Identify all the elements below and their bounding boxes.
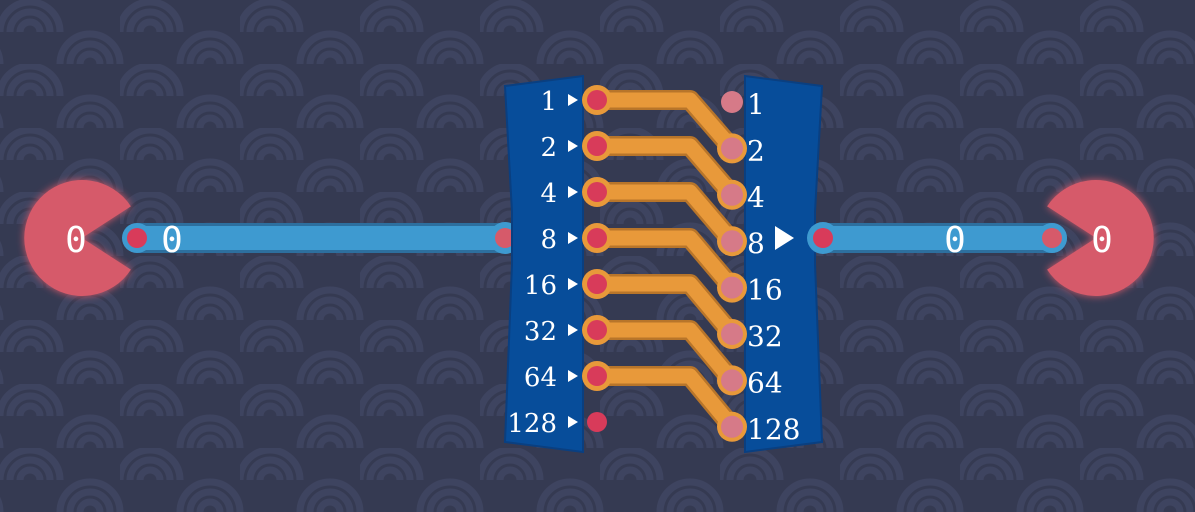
pacman-io-icon	[24, 179, 131, 296]
output-wire-label: 0	[944, 220, 966, 261]
right-triangle-icon	[568, 278, 578, 290]
right-triangle-icon	[568, 186, 578, 198]
right-triangle-icon	[568, 324, 578, 336]
maker-bit-pin[interactable]	[721, 230, 743, 253]
maker-bit-label: 1	[747, 88, 765, 121]
maker-bit-label: 2	[747, 134, 765, 167]
splitter-bit-pin[interactable]	[587, 90, 607, 110]
splitter-bit-label: 64	[524, 363, 557, 393]
splitter-bit-pin[interactable]	[587, 228, 607, 248]
splitter-bit-pin[interactable]	[587, 320, 607, 340]
byte-maker[interactable]	[744, 74, 824, 454]
input-wire-label: 0	[161, 220, 183, 261]
input-node[interactable]	[24, 179, 131, 296]
right-triangle-icon	[568, 416, 578, 428]
splitter-bit-label: 32	[524, 317, 557, 347]
maker-bit-pin[interactable]	[721, 415, 743, 438]
input-node-value: 0	[65, 220, 87, 261]
maker-bit-pin[interactable]	[721, 137, 743, 160]
splitter-bit-label: 16	[524, 271, 557, 301]
maker-bit-label: 8	[747, 227, 765, 260]
maker-bit-label: 32	[747, 320, 783, 353]
output-node[interactable]	[1047, 179, 1154, 296]
splitter-bit-label: 4	[540, 179, 557, 209]
right-triangle-icon	[568, 370, 578, 382]
splitter-bit-pin[interactable]	[587, 136, 607, 156]
pacman-io-icon	[1047, 179, 1154, 296]
bit-wires	[587, 90, 742, 437]
bit-wire[interactable]	[589, 368, 740, 435]
bit-wire[interactable]	[589, 322, 740, 388]
byte-splitter[interactable]	[503, 74, 584, 454]
bit-wire[interactable]	[589, 184, 740, 249]
splitter-bit-label: 1	[540, 87, 557, 117]
output-node-value: 0	[1091, 220, 1113, 261]
maker-bit-label: 128	[747, 413, 800, 446]
bit-wire[interactable]	[589, 276, 740, 342]
splitter-bit-pin[interactable]	[587, 366, 607, 386]
maker-bit-pin[interactable]	[721, 91, 743, 113]
maker-bit-label: 4	[747, 181, 765, 214]
bit-wire[interactable]	[589, 92, 740, 156]
maker-bit-label: 16	[747, 274, 783, 307]
splitter-bit-pin[interactable]	[587, 412, 607, 432]
splitter-bit-pin[interactable]	[587, 274, 607, 294]
right-triangle-icon	[568, 94, 578, 106]
splitter-bit-pin[interactable]	[587, 182, 607, 202]
splitter-bit-label: 2	[540, 133, 557, 163]
play-arrow-icon	[775, 226, 794, 250]
right-triangle-icon	[568, 232, 578, 244]
bit-wire[interactable]	[589, 230, 740, 296]
right-triangle-icon	[568, 140, 578, 152]
maker-bit-pin[interactable]	[721, 276, 743, 299]
maker-bit-pin[interactable]	[721, 183, 743, 206]
bit-wire[interactable]	[589, 138, 740, 203]
splitter-bit-label: 8	[540, 225, 557, 255]
maker-bit-pin[interactable]	[721, 369, 743, 392]
maker-bit-label: 64	[747, 366, 783, 399]
maker-bit-pin[interactable]	[721, 323, 743, 345]
splitter-bit-label: 128	[507, 409, 557, 439]
